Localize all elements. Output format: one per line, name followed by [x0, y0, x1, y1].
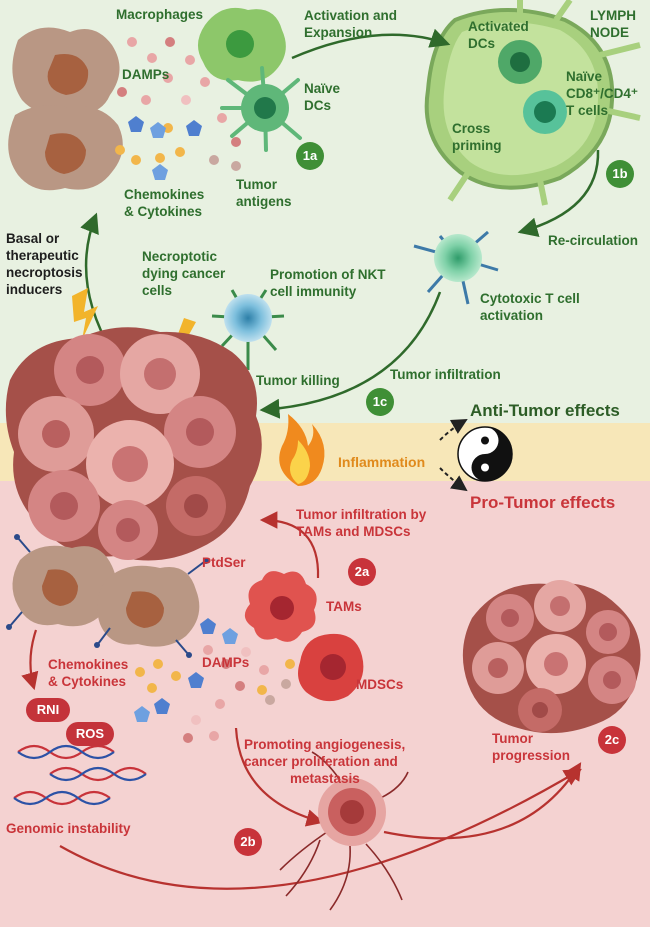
ros-pill: ROS — [66, 722, 114, 746]
arrow-progression — [383, 762, 582, 840]
ptdser-label: PtdSer — [202, 555, 246, 570]
naive-dcs-label-1: Naïve — [304, 81, 341, 96]
tam-icon — [244, 571, 317, 642]
basal-label-2: therapeutic — [6, 248, 79, 263]
tumor-infiltration-label: Tumor infiltration — [390, 367, 501, 382]
arrow-activation — [291, 28, 451, 60]
arrow-genomic-progression — [59, 768, 582, 890]
necroptotic-label-1: Necroptotic — [142, 249, 218, 264]
lymph-node-label-1: LYMPH — [590, 8, 637, 23]
arrow-anti-tumor — [439, 419, 468, 441]
antigen-pentagons-bottom — [134, 618, 238, 722]
badge-1c: 1c — [366, 388, 394, 416]
antigen-pentagons-top — [128, 116, 202, 180]
arrow-chemokines-down — [21, 629, 39, 691]
arrow-recirculation — [517, 149, 600, 237]
angio-label-2: cancer proliferation and — [244, 754, 398, 769]
nkt-label-1: Promotion of NKT — [270, 267, 386, 282]
dying-cell-top-2 — [8, 105, 123, 191]
cross-priming-label-2: priming — [452, 138, 502, 153]
naive-t-label-2: CD8⁺/CD4⁺ — [566, 86, 639, 101]
damp-particles-top — [117, 35, 241, 171]
activated-dcs-label-1: Activated — [468, 19, 529, 34]
naive-t-label-3: T cells — [566, 103, 609, 118]
mdsc-icon — [298, 633, 364, 702]
necroptotic-label-3: cells — [142, 283, 173, 298]
blood-vessel-icon — [279, 751, 409, 911]
chemokines-top-label-2: & Cytokines — [124, 204, 203, 219]
genomic-label: Genomic instability — [6, 821, 131, 836]
dna-icon — [13, 744, 147, 806]
angio-label-1: Promoting angiogenesis, — [244, 737, 406, 752]
mdscs-label: MDSCs — [356, 677, 404, 692]
nkt-cell-icon — [211, 289, 285, 370]
infiltration-tams-label-1: Tumor infiltration by — [296, 507, 427, 522]
tumor-antigens-label-1: Tumor — [236, 177, 277, 192]
basal-label-1: Basal or — [6, 231, 60, 246]
naive-dcs-label-2: DCs — [304, 98, 332, 113]
nkt-label-2: cell immunity — [270, 284, 357, 299]
arrow-pro-tumor — [439, 467, 468, 492]
yin-yang-icon — [457, 426, 513, 482]
recirculation-label: Re-circulation — [548, 233, 639, 248]
chemokines-bottom-label-1: Chemokines — [48, 657, 129, 672]
lymph-node-label-2: NODE — [590, 25, 630, 40]
damps-bottom-label: DAMPs — [202, 655, 250, 670]
damps-top-label: DAMPs — [122, 67, 170, 82]
ctl-label-2: activation — [480, 308, 544, 323]
chemokines-bottom-label-2: & Cytokines — [48, 674, 127, 689]
anti-tumor-label: Anti-Tumor effects — [470, 401, 620, 420]
flame-icon — [279, 414, 325, 486]
tumor-cell-icon — [5, 327, 262, 561]
infiltration-tams-label-2: TAMs and MDSCs — [296, 524, 411, 539]
arrow-angiogenesis — [234, 727, 325, 827]
arrow-tumor-infiltration — [259, 291, 442, 419]
dying-cell-bottom-2 — [94, 558, 209, 658]
badge-2b: 2b — [234, 828, 262, 856]
basal-label-3: necroptosis — [6, 265, 83, 280]
progression-label-2: progression — [492, 748, 571, 763]
necroptotic-label-2: dying cancer — [142, 266, 226, 281]
dying-cell-bottom-1 — [6, 534, 117, 630]
activation-label-1: Activation and — [304, 8, 398, 23]
naive-t-label-1: Naïve — [566, 69, 603, 84]
activated-dcs-label-2: DCs — [468, 36, 496, 51]
tumor-antigens-label-2: antigens — [236, 194, 292, 209]
dying-cell-top-1 — [12, 27, 120, 115]
arrow-infiltration-up — [259, 511, 320, 579]
cytokine-particles-bottom — [135, 659, 295, 695]
activation-label-2: Expansion — [304, 25, 373, 40]
rni-pill: RNI — [26, 698, 70, 722]
pro-tumor-label: Pro-Tumor effects — [470, 493, 616, 512]
progression-label-1: Tumor — [492, 731, 533, 746]
damp-particles-bottom — [183, 645, 291, 743]
badge-1a: 1a — [296, 142, 324, 170]
ctl-label-1: Cytotoxic T cell — [480, 291, 580, 306]
badge-2c: 2c — [598, 726, 626, 754]
cytokine-particles-top — [115, 123, 185, 165]
basal-label-4: inducers — [6, 282, 63, 297]
tams-label: TAMs — [326, 599, 362, 614]
tumor-killing-label: Tumor killing — [256, 373, 340, 388]
inflammation-label: Inflammation — [338, 454, 426, 470]
cross-priming-label-1: Cross — [452, 121, 491, 136]
badge-1b: 1b — [606, 160, 634, 188]
dendritic-cell-icon — [220, 66, 302, 152]
badge-2a: 2a — [348, 558, 376, 586]
lymph-node-icon — [424, 0, 641, 206]
macrophage-icon — [197, 7, 286, 82]
chemokines-top-label-1: Chemokines — [124, 187, 205, 202]
angio-label-3: metastasis — [290, 771, 360, 786]
t-cell-icon — [413, 230, 499, 305]
progression-tumor-icon — [462, 580, 641, 734]
macrophages-label: Macrophages — [116, 7, 204, 22]
